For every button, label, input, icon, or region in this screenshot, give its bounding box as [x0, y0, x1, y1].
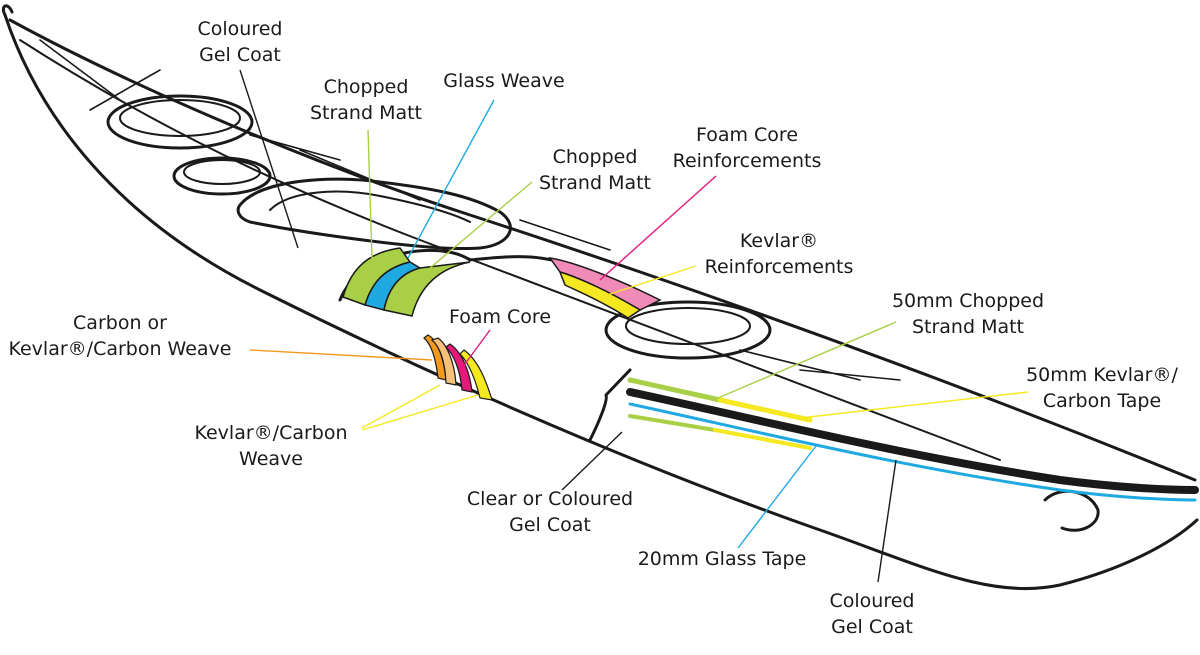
- label-line: Foam Core: [695, 124, 799, 146]
- front-hatch-large: [106, 94, 254, 150]
- leader-clear-or-coloured-gel-coat: [561, 431, 623, 491]
- label-50mm-chopped-strand-matt: 50mm Chopped Strand Matt: [878, 288, 1058, 340]
- label-chopped-strand-matt-2: Chopped Strand Matt: [528, 144, 662, 196]
- leader-kevlar-carbon-weave-b: [361, 394, 479, 431]
- label-line: Strand Matt: [309, 102, 423, 124]
- label-coloured-gel-coat-top: Coloured Gel Coat: [180, 16, 300, 68]
- label-line: 20mm Glass Tape: [637, 548, 807, 570]
- rear-hatch: [604, 300, 772, 360]
- label-carbon-or-kevlar-carbon-weave: Carbon or Kevlar®/Carbon Weave: [0, 310, 240, 362]
- label-line: Carbon Tape: [1042, 390, 1162, 412]
- leader-foam-core: [461, 329, 491, 369]
- layer-foam-core-magenta: [445, 343, 473, 393]
- label-foam-core-reinforcements: Foam Core Reinforcements: [662, 122, 832, 174]
- label-line: Gel Coat: [509, 514, 591, 536]
- label-line: Strand Matt: [911, 316, 1025, 338]
- leader-carbon-or-kevlar-carbon-weave: [249, 349, 433, 361]
- cockpit-seat: [269, 190, 471, 223]
- label-line: Coloured: [829, 590, 915, 612]
- tape-green-lower: [628, 414, 717, 432]
- layer-chopped-strand-green-2: [383, 261, 471, 317]
- label-clear-or-coloured-gel-coat: Clear or Coloured Gel Coat: [450, 486, 650, 538]
- label-line: Coloured: [197, 18, 283, 40]
- cockpit-rim: [236, 177, 512, 250]
- label-line: 50mm Kevlar®/: [1026, 364, 1178, 386]
- label-line: Carbon or: [73, 312, 167, 334]
- label-line: Reinforcements: [672, 150, 822, 172]
- label-line: Kevlar®/Carbon: [194, 422, 348, 444]
- label-coloured-gel-coat-bottom: Coloured Gel Coat: [812, 588, 932, 640]
- leader-kevlar-reinforcements: [603, 265, 697, 297]
- label-line: Kevlar®: [739, 230, 819, 252]
- leader-chopped-strand-matt-2: [429, 181, 533, 269]
- keel-black-strip: [626, 388, 1199, 494]
- stern-skeg: [1043, 489, 1100, 532]
- day-hatch: [172, 156, 272, 196]
- hull-bottom-edge: [3, 13, 1199, 590]
- tape-yellow-lower: [713, 428, 812, 450]
- label-line: Foam Core: [448, 306, 552, 328]
- leader-chopped-strand-matt-1: [367, 129, 373, 259]
- hull-top-edge: [8, 18, 1197, 482]
- deck-sheer-line: [19, 39, 1001, 461]
- leader-coloured-gel-coat-bottom: [877, 459, 897, 583]
- layer-kevlar-carbon-yellow: [459, 349, 493, 401]
- leader-glass-weave: [407, 99, 495, 259]
- label-line: Chopped: [323, 76, 409, 98]
- label-line: Weave: [239, 448, 303, 470]
- leader-coloured-gel-coat-top: [239, 69, 299, 249]
- label-line: Glass Weave: [443, 70, 565, 92]
- tape-20mm-glass-cyan: [628, 402, 1197, 502]
- label-line: Gel Coat: [199, 44, 281, 66]
- leader-50mm-kevlar-carbon-tape: [799, 391, 1029, 419]
- label-line: 50mm Chopped: [891, 290, 1045, 312]
- label-kevlar-reinforcements: Kevlar® Reinforcements: [694, 228, 864, 280]
- label-foam-core: Foam Core: [440, 304, 560, 330]
- label-line: Gel Coat: [831, 616, 913, 638]
- label-kevlar-carbon-weave: Kevlar®/Carbon Weave: [186, 420, 356, 472]
- label-line: Reinforcements: [704, 256, 854, 278]
- leader-foam-core-reinforcements: [599, 175, 717, 281]
- day-hatch-rim: [183, 159, 261, 185]
- label-chopped-strand-matt-1: Chopped Strand Matt: [300, 74, 432, 126]
- layer-kevlar-reinforcement-yellow: [558, 270, 642, 319]
- tape-50mm-chopped-strand-green: [627, 377, 723, 403]
- cutaway-notch: [588, 368, 632, 442]
- layer-foam-light-orange: [430, 337, 457, 386]
- label-20mm-glass-tape: 20mm Glass Tape: [622, 546, 822, 572]
- label-50mm-kevlar-carbon-tape: 50mm Kevlar®/ Carbon Tape: [1012, 362, 1192, 414]
- label-line: Clear or Coloured: [466, 488, 634, 510]
- label-line: Strand Matt: [538, 172, 652, 194]
- label-line: Chopped: [552, 146, 638, 168]
- leader-kevlar-carbon-weave-a: [361, 384, 441, 429]
- front-hatch-large-rim: [119, 99, 241, 137]
- label-glass-weave: Glass Weave: [434, 68, 574, 94]
- leader-20mm-glass-tape: [737, 445, 817, 549]
- deck-lines: [39, 39, 901, 381]
- rear-hatch-rim: [625, 307, 751, 345]
- tape-50mm-kevlar-carbon-yellow: [717, 397, 813, 423]
- hull-bow: [1, 4, 14, 17]
- label-line: Kevlar®/Carbon Weave: [8, 338, 232, 360]
- leader-50mm-chopped-strand-matt: [717, 321, 897, 399]
